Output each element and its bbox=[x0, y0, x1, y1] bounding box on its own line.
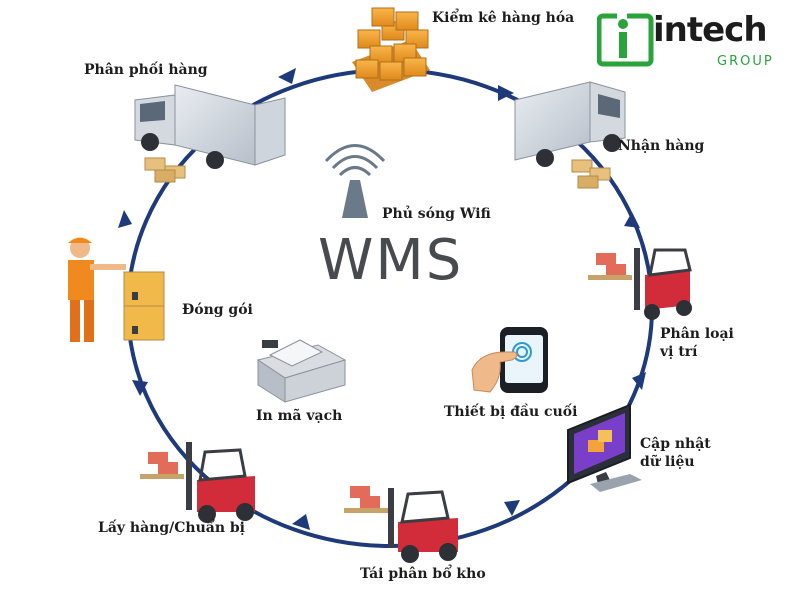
terminal-label: Thiết bị đầu cuối bbox=[444, 404, 578, 420]
intech-logo-mark bbox=[597, 12, 654, 67]
step-label-sorting-line2: vị trí bbox=[660, 344, 698, 360]
center-title: WMS bbox=[318, 228, 464, 293]
monitor-icon bbox=[567, 403, 642, 492]
arrow-8 bbox=[118, 210, 132, 228]
inventory-boxes-icon bbox=[352, 7, 430, 92]
step-label-update-line2: dữ liệu bbox=[640, 454, 695, 470]
intech-logo: intech GROUP bbox=[597, 10, 792, 70]
step-label-receiving: Nhận hàng bbox=[618, 138, 705, 154]
arrow-6 bbox=[292, 514, 310, 530]
packing-worker-icon bbox=[68, 237, 165, 342]
logo-wordmark: intech bbox=[653, 10, 768, 50]
delivery-truck-icon bbox=[134, 84, 286, 183]
step-label-distribution: Phân phối hàng bbox=[84, 62, 208, 78]
cycle-arrows bbox=[118, 68, 646, 530]
arrow-1 bbox=[278, 68, 296, 84]
wifi-tower-icon bbox=[324, 144, 386, 218]
arrow-2 bbox=[498, 85, 514, 101]
wifi-label: Phủ sóng Wifi bbox=[382, 206, 491, 222]
logo-subtext: GROUP bbox=[717, 54, 774, 69]
printer-label: In mã vạch bbox=[256, 408, 343, 424]
forklift-icon-reallocation bbox=[344, 486, 458, 563]
step-label-reallocation: Tái phân bổ kho bbox=[360, 566, 486, 582]
step-label-sorting-line1: Phân loại bbox=[660, 326, 734, 342]
arrow-5 bbox=[504, 500, 520, 516]
step-label-picking: Lấy hàng/Chuẩn bị bbox=[98, 520, 245, 536]
arrow-7 bbox=[132, 380, 148, 396]
forklift-icon-picking bbox=[140, 442, 255, 523]
step-label-packing: Đóng gói bbox=[182, 302, 253, 318]
arrow-3 bbox=[624, 212, 640, 228]
barcode-printer-icon bbox=[256, 339, 347, 403]
receiving-truck-icon bbox=[514, 81, 626, 189]
step-label-inventory: Kiểm kê hàng hóa bbox=[432, 10, 575, 26]
arrow-4 bbox=[632, 372, 646, 390]
forklift-icon-sorting bbox=[588, 248, 692, 320]
step-label-update-line1: Cập nhật bbox=[640, 436, 711, 452]
handheld-terminal-icon bbox=[471, 327, 548, 393]
